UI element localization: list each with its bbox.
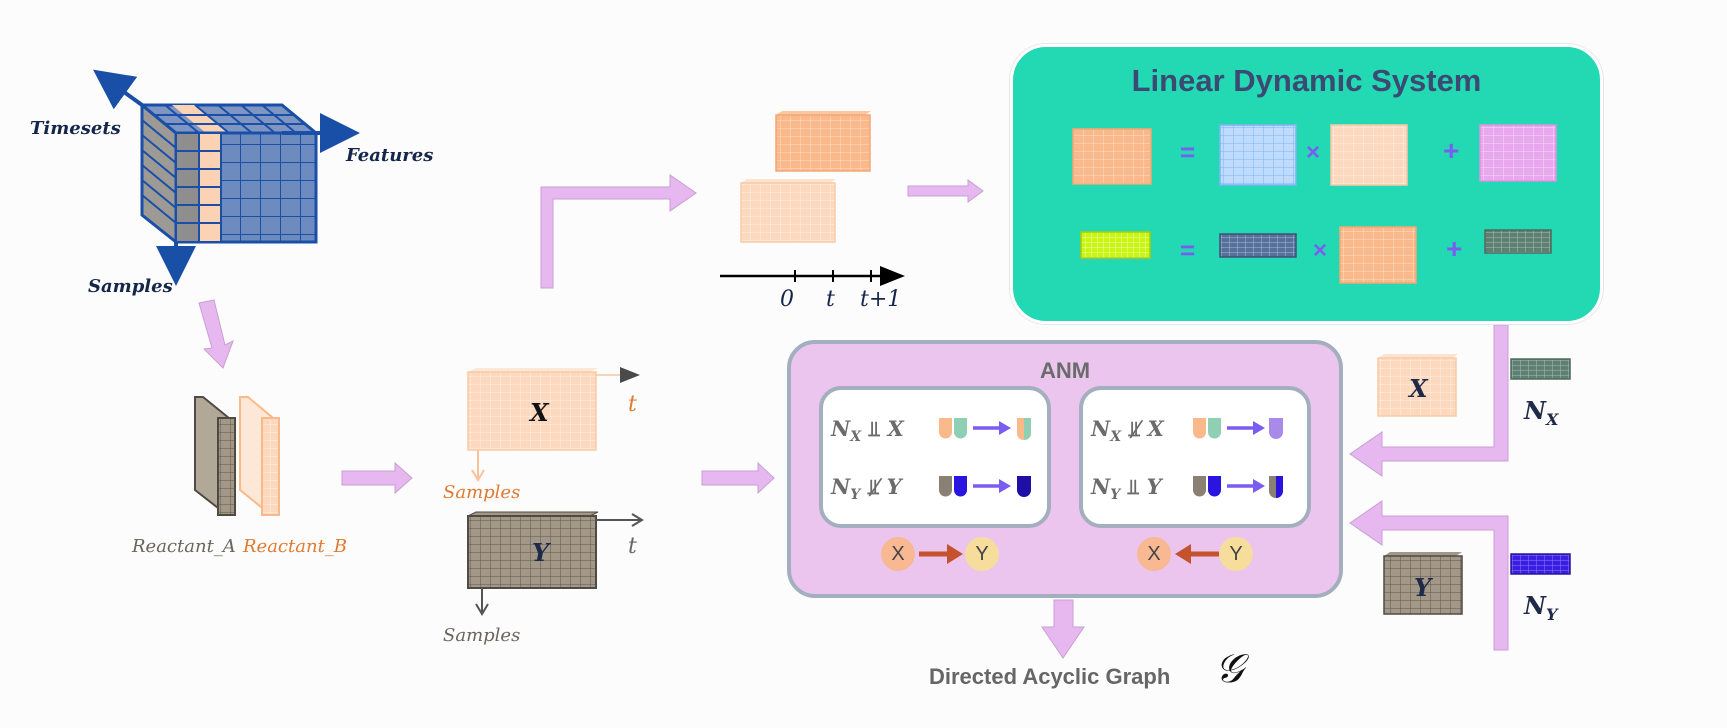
right-noise-y-label: NY <box>1524 591 1558 624</box>
right-x-label: X <box>1409 374 1428 403</box>
timeline-tick-t: t <box>826 287 835 312</box>
reactant-b-label: Reactant_B <box>243 536 348 557</box>
split-y-samples: Samples <box>443 625 521 646</box>
lds-eq-1: = <box>1180 137 1196 167</box>
right-noise-y-strip <box>1510 553 1571 575</box>
output-symbol: 𝒢 <box>1215 646 1244 692</box>
split-y-label: Y <box>532 538 550 567</box>
left-panel-glyphs <box>939 418 1031 497</box>
timeline-tick-t-plus-1: t+1 <box>860 287 902 312</box>
flow-arrows <box>198 174 1509 659</box>
right-row-1: NX ⫫̸ X <box>1091 416 1164 446</box>
cube-axis-features: Features <box>346 145 434 166</box>
lds-title: Linear Dynamic System <box>1131 63 1482 98</box>
arrow-noise-y-to-anm <box>1349 500 1509 651</box>
graph-right-node-x: X <box>1137 537 1171 571</box>
reactant-a-slab <box>194 396 236 516</box>
slab-time-t1 <box>775 111 871 172</box>
right-panel-glyphs <box>1193 418 1283 499</box>
output-label: Directed Acyclic Graph <box>929 664 1171 689</box>
lds-mul-2: × <box>1313 237 1328 264</box>
graph-left-node-x: X <box>881 537 915 571</box>
anm-left-panel: NX ⫫ X NY ⫫̸ Y <box>819 386 1051 528</box>
split-y-slab <box>467 511 644 616</box>
lds-row-2 <box>1080 226 1552 284</box>
lds-add-2: + <box>1446 233 1463 264</box>
lds-add-1: + <box>1443 135 1460 166</box>
anm-right-panel: NX ⫫̸ X NY ⫫ Y <box>1079 386 1311 528</box>
lds-mul-1: × <box>1306 139 1321 166</box>
split-x-samples: Samples <box>443 482 521 503</box>
left-row-2: NY ⫫̸ Y <box>831 474 902 504</box>
lds-row-1 <box>1072 124 1557 186</box>
arrow-to-lds <box>907 179 984 203</box>
right-row-2: NY ⫫ Y <box>1091 474 1162 504</box>
right-y-block <box>1383 552 1463 615</box>
arrow-split-to-anm <box>701 461 775 495</box>
split-x-axis-t: t <box>628 392 637 417</box>
right-y-label: Y <box>1414 573 1432 602</box>
graph-left-node-y: Y <box>965 537 999 571</box>
right-noise-x-strip <box>1510 358 1571 380</box>
right-x-block <box>1377 354 1458 417</box>
linear-dynamic-system-panel: Linear Dynamic System = × + = × + <box>1010 44 1603 324</box>
arrow-cube-to-reactants <box>198 299 234 369</box>
split-x-label: X <box>530 398 549 427</box>
timeline-axis <box>720 266 905 286</box>
reactant-b-slab <box>239 396 280 516</box>
anm-panel: ANM NX ⫫ X NY ⫫̸ Y NX ⫫ <box>787 340 1343 598</box>
timeline-tick-0: 0 <box>780 287 794 312</box>
split-y-axis-t: t <box>628 534 637 559</box>
reactant-a-label: Reactant_A <box>132 536 236 557</box>
arrow-noise-x-to-anm <box>1349 324 1509 477</box>
cube-axis-timesets: Timesets <box>30 118 121 139</box>
anm-title: ANM <box>1039 358 1091 383</box>
cube-axis-samples: Samples <box>88 276 173 297</box>
left-row-1: NX ⫫ X <box>831 416 904 446</box>
arrow-reactants-to-split <box>341 461 413 495</box>
arrow-anm-to-output <box>1041 599 1085 659</box>
arrow-elbow-up-right <box>540 174 697 289</box>
graph-right-node-y: Y <box>1219 537 1253 571</box>
split-x-slab <box>467 367 640 482</box>
slab-time-t0 <box>740 179 836 243</box>
lds-equations <box>1072 124 1557 284</box>
lds-eq-2: = <box>1180 235 1196 265</box>
data-cube <box>93 69 360 286</box>
anm-causal-arrows <box>919 544 1219 564</box>
right-noise-x-label: NX <box>1524 396 1559 429</box>
